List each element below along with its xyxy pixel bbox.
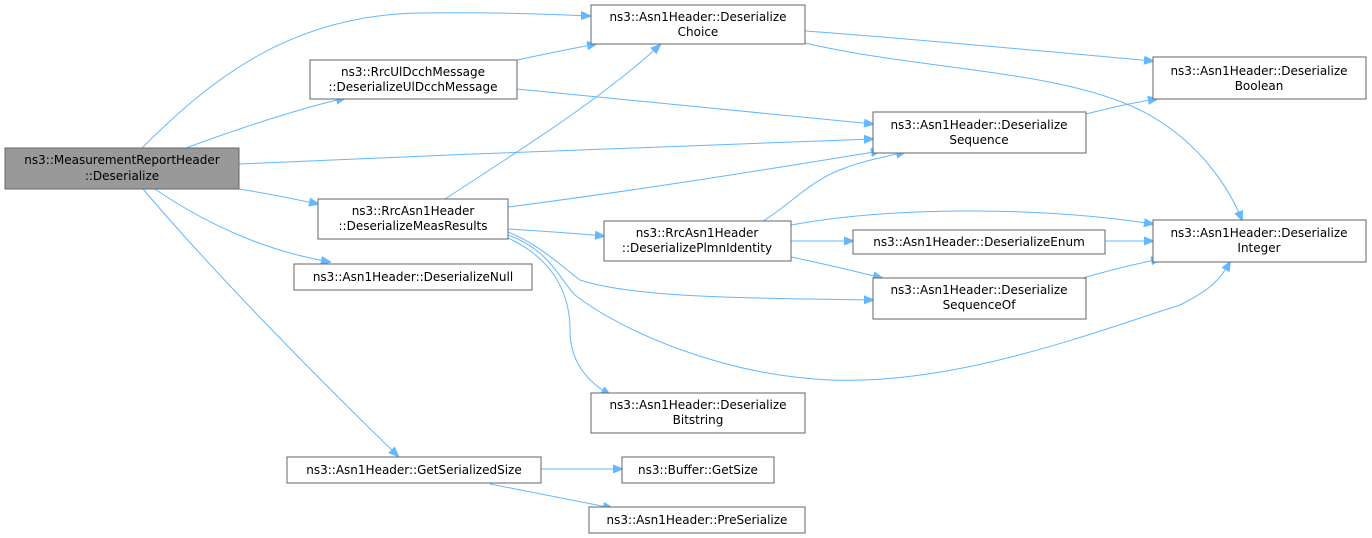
node-label: ns3::Asn1Header::GetSerializedSize [306, 463, 521, 477]
node-label: ns3::Asn1Header::Deserialize [1170, 64, 1347, 78]
edge-sequenceof-to-integer [1082, 259, 1160, 279]
node-label: Boolean [1235, 79, 1284, 93]
node-label: ns3::Asn1Header::Deserialize [890, 118, 1067, 132]
edge-measresults-to-sequence [507, 151, 880, 208]
node-deserialize-choice[interactable]: ns3::Asn1Header::Deserialize Choice [590, 4, 806, 45]
edge-plmn-to-integer [790, 210, 1153, 225]
node-label: ::DeserializeUlDcchMessage [328, 80, 497, 94]
node-deserialize-plmn-identity[interactable]: ns3::RrcAsn1Header ::DeserializePlmnIden… [603, 220, 792, 262]
edge-measresults-to-choice [444, 45, 660, 200]
node-label: ::DeserializePlmnIdentity [622, 241, 772, 255]
node-pre-serialize[interactable]: ns3::Asn1Header::PreSerialize [588, 506, 806, 534]
edge-uldcch-to-sequence [516, 88, 873, 124]
node-label: ns3::Asn1Header::Deserialize [890, 283, 1067, 297]
node-deserialize-sequence[interactable]: ns3::Asn1Header::Deserialize Sequence [872, 111, 1087, 154]
node-deserialize-uldcch-message[interactable]: ns3::RrcUlDcchMessage ::DeserializeUlDcc… [309, 59, 518, 100]
node-label: ns3::Buffer::GetSize [638, 463, 758, 477]
node-label: ns3::RrcAsn1Header [636, 226, 759, 240]
edge-measresults-to-sequenceof [507, 231, 873, 300]
edge-uldcch-to-choice [516, 44, 596, 61]
node-deserialize-meas-results[interactable]: ns3::RrcAsn1Header ::DeserializeMeasResu… [317, 198, 509, 240]
node-label: Integer [1237, 241, 1280, 255]
node-label: ns3::RrcUlDcchMessage [341, 65, 485, 79]
node-label: ns3::RrcAsn1Header [352, 204, 475, 218]
edge-root-to-getsize [142, 188, 398, 456]
node-buffer-get-size[interactable]: ns3::Buffer::GetSize [621, 456, 775, 484]
edge-plmn-to-sequence [762, 152, 905, 222]
edge-plmn-to-sequenceof [790, 256, 882, 278]
node-label: ns3::MeasurementReportHeader [24, 153, 220, 167]
edge-getsize-to-preserialize [489, 483, 612, 508]
node-label: Bitstring [673, 413, 724, 427]
node-label: Choice [678, 25, 719, 39]
edge-root-to-measresults [238, 188, 318, 204]
node-deserialize-bitstring[interactable]: ns3::Asn1Header::Deserialize Bitstring [590, 392, 806, 434]
edge-sequence-to-boolean [1085, 99, 1157, 115]
edge-measresults-to-plmn [507, 228, 604, 236]
node-label: ::DeserializeMeasResults [339, 219, 488, 233]
nodes: ns3::MeasurementReportHeader ::Deseriali… [4, 4, 1367, 534]
node-label: ns3::Asn1Header::DeserializeEnum [873, 235, 1085, 249]
node-deserialize-sequence-of[interactable]: ns3::Asn1Header::Deserialize SequenceOf [872, 277, 1087, 320]
node-deserialize-null[interactable]: ns3::Asn1Header::DeserializeNull [293, 263, 533, 291]
node-deserialize-integer[interactable]: ns3::Asn1Header::Deserialize Integer [1152, 219, 1367, 263]
edge-root-to-uldcch [185, 98, 345, 149]
node-label: SequenceOf [943, 298, 1017, 312]
node-measurementreportheader-deserialize[interactable]: ns3::MeasurementReportHeader ::Deseriali… [4, 147, 240, 190]
node-label: Sequence [949, 133, 1008, 147]
edge-root-to-choice [141, 13, 590, 149]
node-label: ::Deserialize [85, 169, 159, 183]
node-label: ns3::Asn1Header::Deserialize [609, 398, 786, 412]
edges [141, 13, 1242, 508]
node-label: ns3::Asn1Header::Deserialize [609, 10, 786, 24]
edge-choice-to-boolean [804, 30, 1153, 61]
edge-choice-to-integer [804, 42, 1242, 220]
node-deserialize-boolean[interactable]: ns3::Asn1Header::Deserialize Boolean [1152, 56, 1367, 100]
edge-root-to-null [154, 188, 330, 262]
node-label: ns3::Asn1Header::PreSerialize [607, 513, 788, 527]
node-label: ns3::Asn1Header::Deserialize [1170, 226, 1347, 240]
edge-measresults-to-bitstring [507, 237, 610, 395]
edge-root-to-sequence [238, 139, 873, 165]
node-get-serialized-size[interactable]: ns3::Asn1Header::GetSerializedSize [286, 456, 542, 484]
edge-measresults-to-integer [507, 234, 1230, 381]
node-deserialize-enum[interactable]: ns3::Asn1Header::DeserializeEnum [852, 229, 1106, 255]
node-label: ns3::Asn1Header::DeserializeNull [313, 270, 513, 284]
